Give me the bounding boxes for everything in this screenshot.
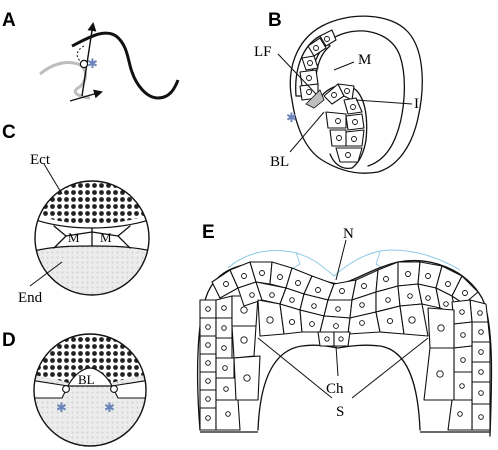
label-m-c-right: M — [100, 230, 112, 245]
notochord — [318, 332, 350, 346]
panel-a-letter: A — [2, 10, 16, 31]
label-ch: Ch — [326, 381, 344, 397]
panel-d-letter: D — [2, 330, 16, 351]
label-n: N — [343, 226, 354, 242]
marker-circle-left — [63, 386, 70, 393]
m-leader — [334, 62, 354, 70]
label-i: I — [414, 96, 419, 112]
ect-leader — [44, 164, 62, 194]
left-somite-cells — [200, 296, 260, 430]
panel-e: E — [198, 222, 492, 436]
marker-circle-right — [111, 386, 118, 393]
ch-leader — [336, 346, 338, 376]
label-m-c-left: M — [68, 230, 80, 245]
asterisk-b: ✱ — [286, 111, 297, 126]
label-s: S — [336, 404, 344, 420]
panel-e-letter: E — [202, 222, 215, 243]
asterisk-d-left: ✱ — [56, 401, 67, 416]
label-bl-d: BL — [78, 372, 95, 387]
label-end: End — [18, 290, 43, 306]
right-somite-cells — [424, 300, 490, 430]
n-leader — [336, 240, 346, 280]
label-lf: LF — [254, 44, 272, 60]
s-leader-right — [352, 338, 428, 398]
panel-b-letter: B — [268, 10, 282, 31]
asterisk-d-right: ✱ — [104, 401, 115, 416]
ectoderm-fill-c — [30, 170, 160, 224]
label-bl-b: BL — [270, 154, 289, 170]
blue-outline-notch — [290, 252, 386, 270]
asterisk-a: ✱ — [87, 57, 98, 72]
panel-b: B — [254, 10, 422, 173]
label-ect: Ect — [30, 152, 51, 168]
panel-d: D BL ✱ ✱ — [2, 330, 160, 450]
inner-cells — [324, 84, 364, 162]
panel-a: A ✱ — [2, 10, 178, 101]
label-m-b: M — [358, 52, 371, 68]
panel-c-letter: C — [2, 122, 16, 143]
panel-c: C Ect M M End — [2, 122, 160, 306]
